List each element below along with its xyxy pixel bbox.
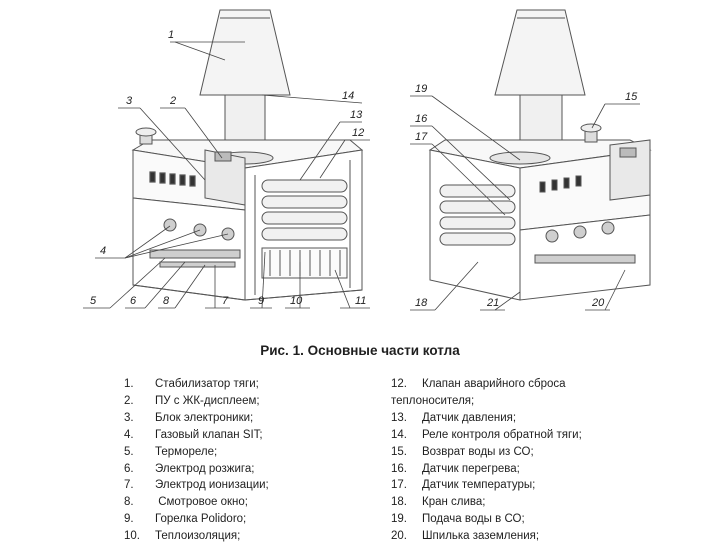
parts-legend-left: 1. Стабилизатор тяги; 2. ПУ с ЖК-дисплеем;… xyxy=(124,376,374,545)
legend-text: Смотровое окно; xyxy=(155,496,248,509)
legend-text: Термореле; xyxy=(155,445,218,458)
legend-number: 9. xyxy=(124,513,134,526)
legend-item: 9. Горелка Polidoro; xyxy=(124,511,374,528)
callout-6: 6 xyxy=(130,295,137,307)
legend-item: 15. Возврат воды из СО; xyxy=(391,444,691,461)
callout-12: 12 xyxy=(352,127,364,139)
legend-text: Шпилька заземления; xyxy=(422,530,540,543)
legend-item: 18. Кран слива; xyxy=(391,494,691,511)
legend-item: 6. Электрод розжига; xyxy=(124,461,374,478)
legend-text: Датчик давления; xyxy=(422,411,517,424)
callout-14: 14 xyxy=(342,90,354,102)
burner xyxy=(261,247,348,279)
callout-17: 17 xyxy=(415,131,428,143)
legend-text: Электрод ионизации; xyxy=(155,479,269,492)
legend-text: ПУ с ЖК-дисплеем; xyxy=(155,394,260,407)
callout-1: 1 xyxy=(168,29,174,41)
legend-item: 12. Клапан аварийного сброса xyxy=(391,376,691,393)
legend-number: 10. xyxy=(124,530,140,543)
callout-21: 21 xyxy=(486,297,499,309)
legend-number: 8. xyxy=(124,496,134,509)
legend-text: Кран слива; xyxy=(422,496,486,509)
legend-text: теплоносителя; xyxy=(391,394,475,407)
legend-number: 19. xyxy=(391,513,407,526)
callout-8: 8 xyxy=(163,295,170,307)
legend-number: 14. xyxy=(391,428,407,441)
legend-item: 19. Подача воды в СО; xyxy=(391,511,691,528)
callout-9: 9 xyxy=(258,295,264,307)
left-boiler-unit xyxy=(131,9,364,301)
legend-item: 10. Теплоизоляция; xyxy=(124,528,374,545)
legend-item: 14. Реле контроля обратной тяги; xyxy=(391,427,691,444)
draft-stabilizer-cone-rear xyxy=(494,9,586,96)
boiler-diagram: 1 2 3 4 5 6 7 8 9 10 11 12 13 14 15 16 1… xyxy=(83,9,652,311)
legend-text: Реле контроля обратной тяги; xyxy=(422,428,582,441)
legend-text: Теплоизоляция; xyxy=(155,530,241,543)
legend-item: 16. Датчик перегрева; xyxy=(391,461,691,478)
legend-number: 7. xyxy=(124,479,134,492)
legend-text: Стабилизатор тяги; xyxy=(155,378,259,390)
legend-text: Подача воды в СО; xyxy=(422,513,525,526)
callout-10: 10 xyxy=(290,295,303,307)
draft-stabilizer-cone xyxy=(199,9,291,96)
callout-3: 3 xyxy=(126,95,133,107)
legend-number: 1. xyxy=(124,378,134,390)
legend-number: 3. xyxy=(124,411,134,424)
heat-exchanger xyxy=(261,179,348,241)
legend-item: 13. Датчик давления; xyxy=(391,410,691,427)
right-boiler-unit xyxy=(428,9,652,301)
legend-text: Клапан аварийного сброса xyxy=(422,378,566,390)
parts-legend-right: 12. Клапан аварийного сброса теплоносител… xyxy=(391,376,691,545)
legend-number: 6. xyxy=(124,462,134,475)
legend-number: 5. xyxy=(124,445,134,458)
heat-exchanger-rear xyxy=(439,184,516,246)
callout-19: 19 xyxy=(415,83,427,95)
legend-number: 16. xyxy=(391,462,407,475)
legend-text: Блок электроники; xyxy=(155,411,254,424)
legend-item: 7. Электрод ионизации; xyxy=(124,477,374,494)
legend-item: 4. Газовый клапан SIT; xyxy=(124,427,374,444)
legend-number: 20. xyxy=(391,530,407,543)
legend-number: 18. xyxy=(391,496,407,509)
legend-text: Датчик перегрева; xyxy=(422,462,520,475)
legend-text: Электрод розжига; xyxy=(155,462,255,475)
legend-item: 8. Смотровое окно; xyxy=(124,494,374,511)
legend-text: Датчик температуры; xyxy=(422,479,536,492)
legend-text: Возврат воды из СО; xyxy=(422,445,534,458)
callout-11: 11 xyxy=(355,295,366,307)
legend-number: 4. xyxy=(124,428,134,441)
callout-7: 7 xyxy=(222,295,229,307)
legend-item: 17. Датчик температуры; xyxy=(391,477,691,494)
legend-number: 13. xyxy=(391,411,407,424)
legend-number: 12. xyxy=(391,378,407,390)
legend-item-continuation: теплоносителя; xyxy=(391,393,691,410)
callout-15: 15 xyxy=(625,91,638,103)
legend-number: 17. xyxy=(391,479,407,492)
callout-16: 16 xyxy=(415,113,428,125)
callout-13: 13 xyxy=(350,109,363,121)
callout-18: 18 xyxy=(415,297,428,309)
legend-text: Газовый клапан SIT; xyxy=(155,428,263,441)
legend-number: 15. xyxy=(391,445,407,458)
legend-item: 2. ПУ с ЖК-дисплеем; xyxy=(124,393,374,410)
legend-number: 2. xyxy=(124,394,134,407)
gas-valves-rear xyxy=(534,221,636,264)
legend-item: 20. Шпилька заземления; xyxy=(391,528,691,545)
callout-5: 5 xyxy=(90,295,97,307)
callout-2: 2 xyxy=(169,95,176,107)
callout-20: 20 xyxy=(591,297,605,309)
legend-item: 3. Блок электроники; xyxy=(124,410,374,427)
legend-text: Горелка Polidoro; xyxy=(155,513,247,526)
legend-item: 1. Стабилизатор тяги; xyxy=(124,376,374,393)
figure-caption: Рис. 1. Основные части котла xyxy=(260,343,460,358)
legend-item: 5. Термореле; xyxy=(124,444,374,461)
callout-4: 4 xyxy=(100,245,106,257)
